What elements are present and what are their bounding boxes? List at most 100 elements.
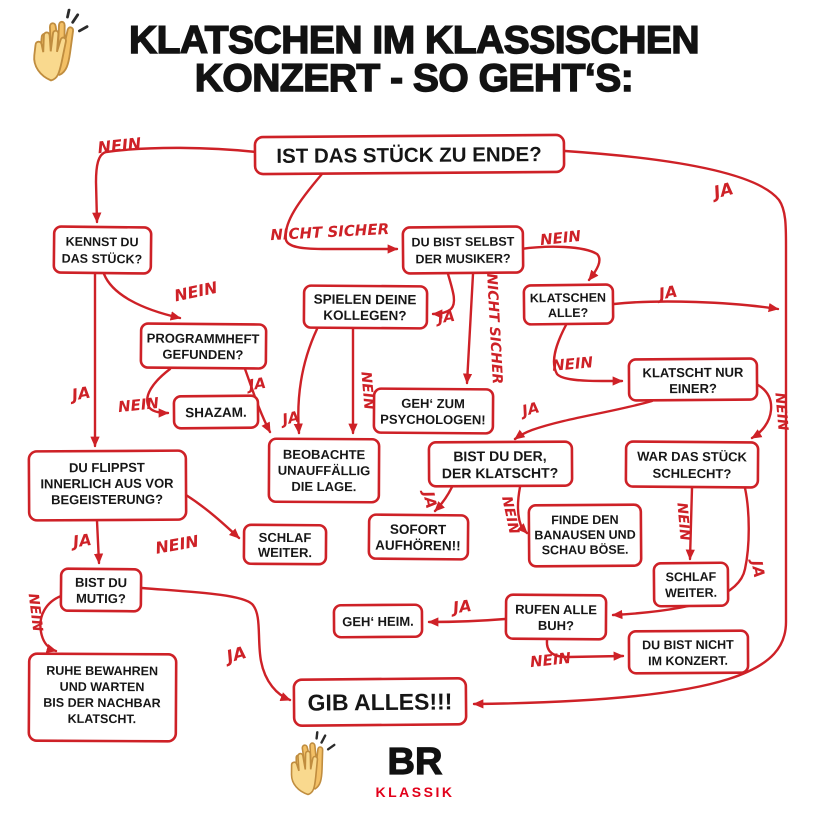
node-schlaf-weiter-2-box [652,561,730,608]
edge-mutig-ruhe [39,594,63,653]
node-klatscht-einer-label: EINER? [669,381,717,396]
node-banause-label: BANAUSEN UND [534,528,636,543]
node-sofort-box [367,513,470,561]
node-klatschen-alle-label: KLATSCHEN [530,291,606,306]
edge-klatschen-alle-klatscht-einer [552,323,624,386]
edge-label-nein: NEIN [25,593,46,633]
node-mutig-label: MUTIG? [76,591,126,606]
node-schlaf-weiter-2: SCHLAF WEITER. [652,561,730,608]
edge-rufen-buh-geh-heim [427,617,507,627]
edge-start-gib-alles [472,149,788,709]
edge-label-nein: NEIN [551,353,594,375]
node-war-schlecht-label: SCHLECHT? [653,466,732,482]
node-klatschen-alle-box [522,283,615,326]
node-programmheft: PROGRAMMHEFT GEFUNDEN? [139,322,268,370]
node-schlaf-weiter-2-label: WEITER. [665,586,717,600]
node-kennst-label: DAS STÜCK? [62,251,143,267]
node-kennst-box [52,225,153,275]
node-war-schlecht-box [624,440,760,489]
edge-klatscht-einer-bist-du-der [513,399,654,441]
node-psychologe: GEH‘ ZUM PSYCHOLOGEN! [372,387,495,435]
node-banause-box [527,503,643,568]
node-kennst-label: KENNST DU [66,235,139,250]
node-beobachte-label: UNAUFFÄLLIG [278,463,371,478]
edge-kollegen-beobachte-ja [293,327,319,435]
node-banause: FINDE DEN BANAUSEN UND SCHAU BÖSE. [527,503,643,568]
node-rufen-buh: RUFEN ALLE BUH? [504,593,608,641]
edge-musiker-klatschen-alle [519,245,601,282]
edge-war-schlecht-schlaf2 [685,486,695,561]
node-flippst: DU FLIPPST INNERLICH AUS VOR BEGEISTERUN… [27,449,188,522]
node-flippst-label: BEGEISTERUNG? [51,492,163,508]
node-start: IST DAS STÜCK ZU ENDE? [253,133,566,176]
node-bist-du-der-box [427,440,574,488]
edge-bist-du-der-banause [516,485,529,535]
title-line-1: KLATSCHEN IM KLASSISCHEN [128,19,700,62]
node-geh-heim-box [332,603,424,639]
nodes: IST DAS STÜCK ZU ENDE? KENNST DU DAS STÜ… [27,133,760,743]
node-banause-label: SCHAU BÖSE. [542,542,629,558]
node-banause-label: FINDE DEN [551,513,618,527]
node-start-label: IST DAS STÜCK ZU ENDE? [276,143,542,168]
edge-label-nein: NEIN [771,392,790,432]
clap-sparks [66,8,89,33]
edge-mutig-gib-alles [140,586,292,702]
node-schlaf-weiter-1-box [242,523,328,566]
edge-label-ja: JA [419,487,441,511]
node-gib-alles-box [292,677,468,727]
edge-label-ja: JA [222,643,249,668]
node-gib-alles: GIB ALLES!!! [292,677,468,727]
node-beobachte-label: DIE LAGE. [291,479,356,494]
node-shazam-box [172,394,260,430]
node-kennst: KENNST DU DAS STÜCK? [52,225,153,275]
node-schlaf-weiter-1-label: SCHLAF [259,530,312,545]
node-start-box [253,133,566,176]
node-musiker-box [401,225,525,275]
node-sofort-label: AUFHÖREN!! [375,538,461,554]
node-klatscht-einer-label: KLATSCHT NUR [642,365,744,381]
edge-label-ja: JA [69,530,93,552]
edge-label-nein: NEIN [173,278,220,306]
node-geh-heim: GEH‘ HEIM. [332,603,424,639]
node-mutig-label: BIST DU [75,575,127,590]
node-flippst-label: DU FLIPPST [69,460,145,475]
node-ruhe: RUHE BEWAHREN UND WARTEN BIS DER NACHBAR… [27,652,178,743]
node-mutig: BIST DU MUTIG? [59,567,143,613]
node-nicht-konzert: DU BIST NICHT IM KONZERT. [627,629,750,675]
hand-front-shape [290,750,319,796]
node-sofort: SOFORT AUFHÖREN!! [367,513,470,561]
node-geh-heim-label: GEH‘ HEIM. [342,614,414,629]
edge-label-nein: NEIN [498,495,522,536]
edge-label-nein: NEIN [673,502,692,542]
clapping-hands-icon [33,8,89,82]
edge-flippst-schlaf1 [184,493,241,540]
hand-front-shape [33,29,67,82]
node-klatschen-alle: KLATSCHEN ALLE? [522,283,615,326]
edge-label-ja: JA [449,596,473,618]
node-schlaf-weiter-2-label: SCHLAF [666,570,717,584]
node-ruhe-box [27,652,178,743]
node-kollegen-box [302,284,429,330]
edge-labels: NEIN NICHT SICHER JA NEIN JA NEIN JA JA … [25,134,791,671]
node-programmheft-box [139,322,268,370]
node-ruhe-label: KLATSCHT. [68,712,137,726]
node-war-schlecht: WAR DAS STÜCK SCHLECHT? [624,440,760,489]
edge-musiker-kollegen [431,272,456,319]
edge-kennst-programmheft [102,272,182,321]
node-musiker-label: DER MUSIKER? [415,252,510,267]
node-ruhe-label: RUHE BEWAHREN [46,664,158,679]
node-kollegen-label: KOLLEGEN? [323,308,406,324]
edge-start-kennst [92,146,258,224]
edge-label-nein: NEIN [154,531,201,557]
node-musiker-label: DU BIST SELBST [411,235,514,250]
node-kollegen: SPIELEN DEINE KOLLEGEN? [302,284,429,330]
edge-start-musiker [284,172,399,254]
edge-label-nein: NEIN [117,394,160,416]
edge-label-ja: JA [517,398,541,420]
node-schlaf-weiter-1: SCHLAF WEITER. [242,523,328,566]
edge-label-ja: JA [278,408,302,430]
node-mutig-box [59,567,143,613]
edge-label-ja: JA [67,383,91,405]
